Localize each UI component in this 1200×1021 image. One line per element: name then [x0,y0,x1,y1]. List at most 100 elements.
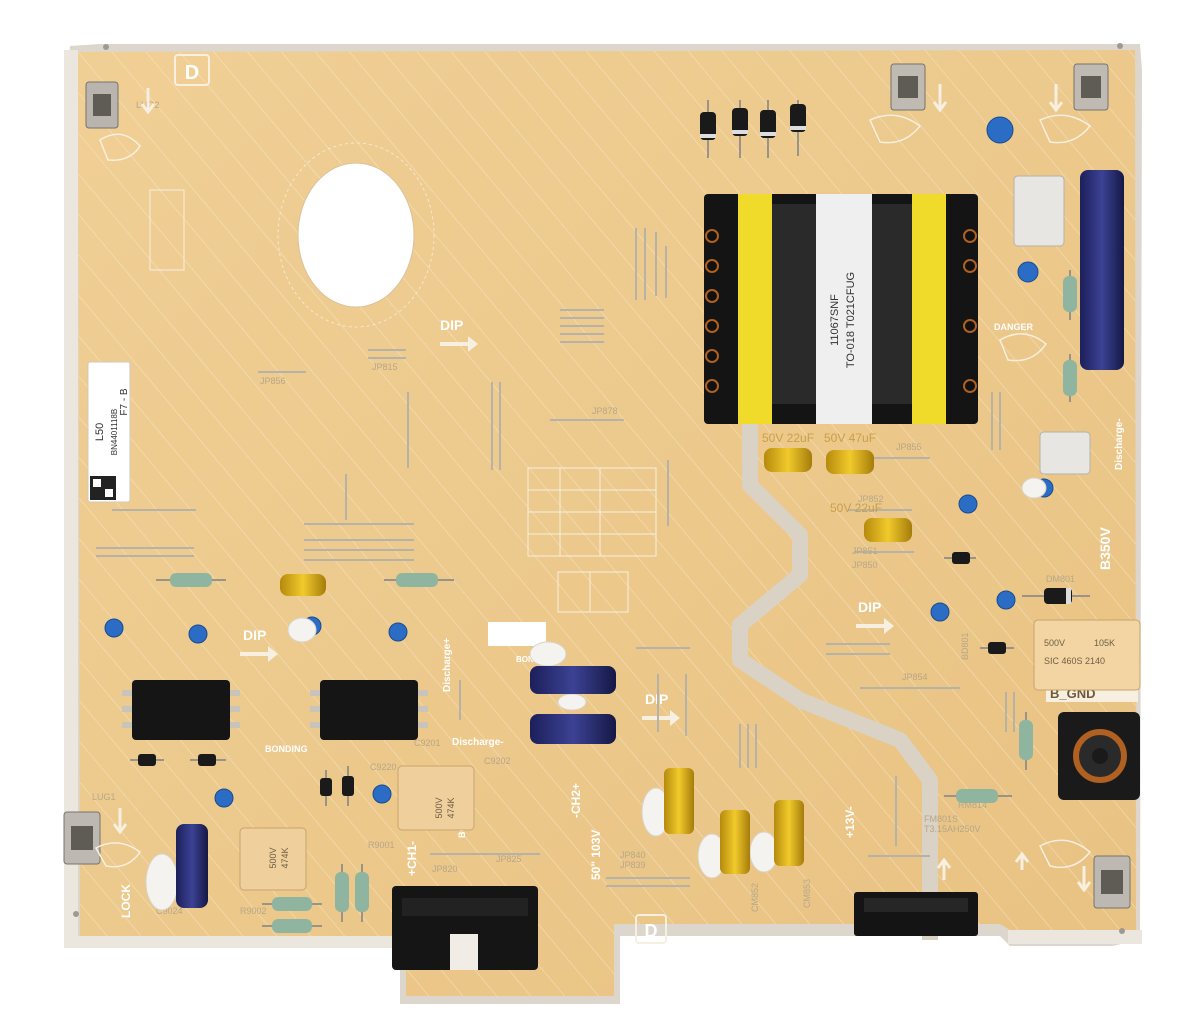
svg-text:BD801: BD801 [960,632,970,660]
main-transformer: 11067SNF TO-018 T021CFUG [704,194,978,424]
svg-text:JP815: JP815 [372,362,398,372]
svg-text:50" 103V: 50" 103V [589,830,603,880]
svg-text:R9001: R9001 [368,840,395,850]
svg-text:C9201: C9201 [414,738,441,748]
svg-text:500V: 500V [268,847,278,868]
lug-top-left: LUG2 [85,81,160,129]
registration-mark-bottom: D [635,914,667,944]
svg-text:JP854: JP854 [902,672,928,682]
svg-text:LUG1: LUG1 [92,792,116,802]
dip-marker-4: DIP [856,599,894,634]
registration-mark-top: D [174,54,210,86]
svg-text:C9220: C9220 [370,762,397,772]
svg-text:DIP: DIP [440,317,463,333]
svg-text:JP878: JP878 [592,406,618,416]
svg-text:JP839: JP839 [620,860,646,870]
reg-mark-label-bottom: D [645,921,658,941]
secondary-connector [854,892,978,936]
lug-top-right [1073,63,1109,111]
svg-text:LOCK: LOCK [119,884,133,918]
svg-text:50V 47uF: 50V 47uF [824,431,876,445]
svg-text:474K: 474K [446,797,456,818]
lug-bottom-left: LUG1 [63,792,116,865]
small-yellow-cap-3: 50V 22uF [830,501,912,542]
svg-text:DANGER: DANGER [994,322,1034,332]
pcb-substrate [64,43,1142,1004]
model-label-sticker: L50 BN4401118B F7 - B [87,361,131,503]
svg-text:DIP: DIP [645,691,668,707]
isolation-trace [732,420,938,940]
svg-text:JP825: JP825 [496,854,522,864]
svg-text:-CH2+: -CH2+ [569,783,583,818]
svg-text:F7 - B: F7 - B [119,388,130,416]
svg-text:JP852: JP852 [858,494,884,504]
svg-text:500V: 500V [1044,638,1065,648]
svg-text:JP856: JP856 [260,376,286,386]
svg-text:FM801S: FM801S [924,814,958,824]
oval-cutout [297,162,415,308]
small-yellow-cap-4 [280,574,326,596]
lug-top-mid [890,63,926,111]
svg-text:+13V-: +13V- [843,806,857,838]
resistors [156,270,1077,933]
svg-text:105K: 105K [1094,638,1115,648]
svg-text:RM814: RM814 [958,800,987,810]
film-cap-mid: 500V 474K [397,765,475,831]
svg-text:Discharge-: Discharge- [1114,418,1125,470]
silk-info-table [149,189,657,613]
ref-labels: JP856 JP815 JP878 JP855 JP852 JP851 JP85… [156,362,1075,916]
svg-text:474K: 474K [280,847,290,868]
svg-text:Discharge-: Discharge- [452,737,504,748]
svg-text:JP851: JP851 [852,546,878,556]
svg-text:TO-018 T021CFUG: TO-018 T021CFUG [845,272,857,368]
film-cap-gray [1039,431,1091,475]
svg-text:C9202: C9202 [484,756,511,766]
svg-text:11067SNF: 11067SNF [829,294,841,346]
small-yellow-cap-1: 50V 22uF [762,431,814,472]
main-connector [392,886,538,970]
svg-text:JP855: JP855 [896,442,922,452]
small-yellow-cap-2: 50V 47uF [824,431,876,474]
svg-text:CM852: CM852 [750,883,760,912]
svg-text:500V: 500V [434,797,444,818]
dip-marker-3: DIP [642,691,680,726]
reg-mark-label-top: D [185,62,199,84]
svg-text:C9024: C9024 [156,906,183,916]
silk-hand-symbols [94,114,1092,869]
svg-text:BN4401118B: BN4401118B [110,409,119,455]
svg-text:BONDING: BONDING [265,744,308,754]
dip-marker-1: DIP [440,317,478,352]
film-cap-large: 500V 105K SIC 460S 2140 [1033,619,1141,691]
svg-text:SIC 460S 2140: SIC 460S 2140 [1044,656,1105,666]
svg-text:Discharge+: Discharge+ [442,638,453,692]
blue-caps [176,170,1124,908]
svg-text:L50: L50 [94,423,106,441]
silk-arrows [112,84,1092,893]
choke-inductor [1058,712,1140,800]
svg-text:JP850: JP850 [852,560,878,570]
svg-text:DIP: DIP [858,599,881,615]
diode-row-top [700,100,806,158]
opto-ic-left [122,680,240,740]
svg-text:R9002: R9002 [240,906,267,916]
diodes-misc [130,552,1090,806]
svg-text:50V 22uF: 50V 22uF [762,431,814,445]
film-cap-top-right [1013,175,1065,247]
svg-text:+CH1-: +CH1- [405,841,419,876]
blank-label [488,622,546,646]
jumper-wires [96,228,1015,887]
film-cap-small: 500V 474K [239,827,307,891]
svg-text:50V 22uF: 50V 22uF [830,501,882,515]
svg-text:JP840: JP840 [620,850,646,860]
svg-text:DIP: DIP [243,627,266,643]
yellow-caps-vertical [664,768,804,874]
svg-text:DM801: DM801 [1046,574,1075,584]
svg-text:CM853: CM853 [802,879,812,908]
svg-text:T3.15AH250V: T3.15AH250V [924,824,981,834]
svg-text:JP820: JP820 [432,864,458,874]
opto-ic-right [310,680,428,740]
svg-text:B350V: B350V [1097,527,1113,570]
lug-bottom-right [1093,855,1131,909]
